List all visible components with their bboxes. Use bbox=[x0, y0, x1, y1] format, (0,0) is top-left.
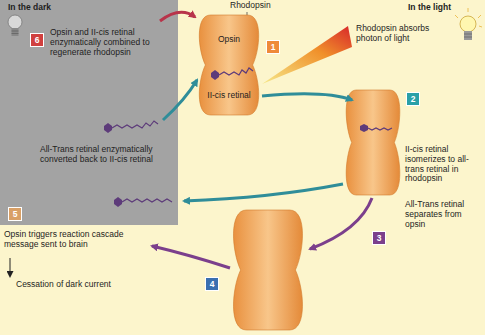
all-trans-retinal bbox=[114, 197, 172, 207]
bulb-on bbox=[455, 8, 482, 40]
molecule-label: II-cis retinal bbox=[198, 91, 260, 101]
flow-arrow bbox=[152, 246, 230, 268]
flow-arrow bbox=[163, 80, 197, 120]
cis-retinal bbox=[104, 121, 158, 133]
protein-label: Opsin bbox=[198, 35, 260, 45]
callout-number: 4 bbox=[205, 277, 219, 291]
bulb-off bbox=[8, 15, 22, 36]
panel-heading: In the dark bbox=[8, 3, 88, 13]
step-label: Opsin triggers reaction cascade message … bbox=[4, 230, 144, 250]
panel-heading: In the light bbox=[408, 3, 468, 13]
flow-arrow bbox=[310, 198, 372, 249]
opsin-shape bbox=[346, 90, 400, 195]
light-ray bbox=[262, 26, 352, 84]
callout-number: 6 bbox=[30, 33, 44, 47]
step-label: All-Trans retinal separates from opsin bbox=[405, 200, 481, 229]
step-label: Opsin and II-cis retinal enzymatically c… bbox=[50, 28, 174, 57]
step-label: Rhodopsin bbox=[230, 1, 280, 11]
all-trans-retinal bbox=[360, 124, 392, 132]
callout-number: 3 bbox=[372, 231, 386, 245]
flow-arrow bbox=[262, 94, 352, 100]
cis-retinal bbox=[211, 70, 219, 80]
callout-number: 1 bbox=[266, 40, 280, 54]
callout-number: 2 bbox=[406, 92, 420, 106]
step-label: Cessation of dark current bbox=[16, 280, 166, 290]
callout-number: 5 bbox=[8, 207, 22, 221]
down-arrow bbox=[10, 258, 11, 276]
rhodopsin-shape: OpsinII-cis retinal bbox=[198, 15, 260, 115]
step-label: All-Trans retinal enzymatically converte… bbox=[40, 145, 165, 165]
step-label: Rhodopsin absorbs photon of light bbox=[356, 24, 450, 44]
step-label: II-cis retinal isomerizes to all-trans r… bbox=[405, 145, 481, 184]
cis-retinal bbox=[219, 68, 253, 75]
opsin-shape bbox=[234, 210, 303, 330]
flow-arrow bbox=[184, 184, 343, 201]
leader-line bbox=[247, 12, 248, 15]
flow-arrow bbox=[160, 12, 195, 21]
dark-panel bbox=[0, 0, 178, 225]
